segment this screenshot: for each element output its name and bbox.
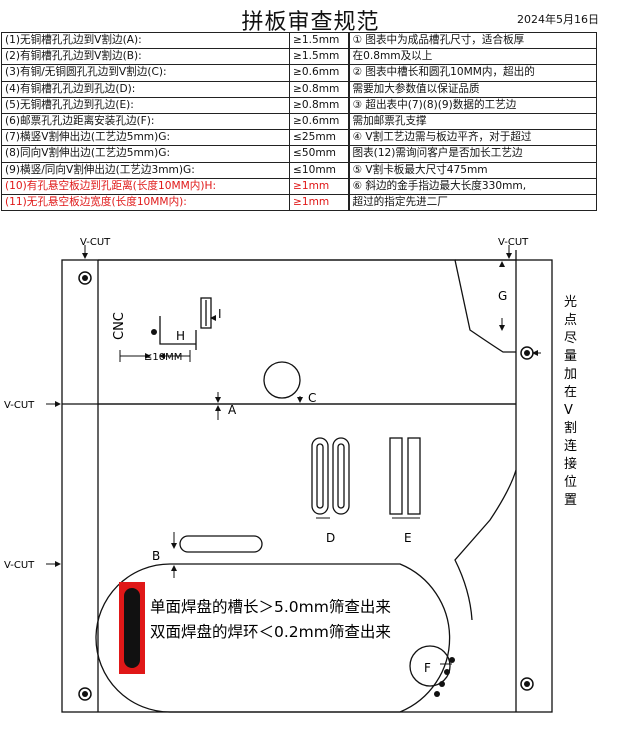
inner-note-1: 单面焊盘的槽长＞5.0mm筛查出来 bbox=[150, 597, 391, 616]
spec-value: ≥0.6mm bbox=[289, 112, 349, 131]
side-note-char: 接 bbox=[564, 456, 577, 472]
label-g: G bbox=[498, 289, 507, 303]
spec-label: (10)有孔悬空板边到孔距离(长度10MM内)H: bbox=[1, 177, 290, 195]
dim-10mm-label: ≤10MM bbox=[144, 352, 182, 363]
label-h: H bbox=[176, 329, 185, 343]
spec-value: ≥0.8mm bbox=[289, 80, 349, 98]
upper-board bbox=[98, 259, 516, 353]
spec-value: ≥0.6mm bbox=[289, 64, 349, 82]
spec-note: 图表(12)需询问客户是否加长工艺边 bbox=[347, 145, 597, 163]
spec-label: (1)无铜槽孔孔边到V割边(A): bbox=[1, 31, 290, 50]
spec-label: (5)无铜槽孔孔边到孔边(E): bbox=[1, 96, 290, 114]
spec-label: (6)邮票孔孔边距离安装孔边(F): bbox=[1, 112, 290, 131]
side-note-char: 量 bbox=[564, 349, 577, 364]
side-note-char: 割 bbox=[564, 420, 577, 436]
bottom-board bbox=[95, 563, 451, 713]
spec-label: (2)有铜槽孔孔边到V割边(B): bbox=[1, 48, 290, 66]
spec-label: (7)横竖V割伸出边(工艺边5mm)G: bbox=[1, 129, 290, 147]
label-i: I bbox=[218, 307, 222, 321]
round-hole-c bbox=[263, 361, 301, 399]
spec-note: 在0.8mm及以上 bbox=[347, 48, 597, 66]
vcut-label-left-low: V-CUT bbox=[4, 560, 35, 571]
spec-note: ⑤ V割卡板最大尺寸475mm bbox=[347, 161, 597, 179]
inner-note-2: 双面焊盘的焊环＜0.2mm筛查出来 bbox=[150, 622, 391, 641]
spec-value: ≥1.5mm bbox=[289, 48, 349, 66]
side-note-char: 在 bbox=[564, 385, 577, 400]
spec-label: (8)同向V割伸出边(工艺边5mm)G: bbox=[1, 145, 290, 163]
spec-value: ≤25mm bbox=[289, 129, 349, 147]
side-note-char: V bbox=[564, 403, 573, 418]
spec-value: ≥1mm bbox=[289, 177, 349, 195]
label-a: A bbox=[228, 403, 237, 417]
spec-note: 需要加大参数值以保证品质 bbox=[347, 80, 597, 98]
slot-b bbox=[179, 535, 263, 553]
spec-label: (4)有铜槽孔孔边到孔边(D): bbox=[1, 80, 290, 98]
side-note-char: 置 bbox=[564, 493, 577, 508]
side-note-char: 加 bbox=[564, 367, 577, 382]
page-title: 拼板审查规范 bbox=[241, 10, 380, 35]
spec-note: ② 图表中槽长和圆孔10MM内，超出的 bbox=[347, 64, 597, 82]
spec-note: ⑥ 斜边的金手指边最大长度330mm, bbox=[347, 177, 597, 195]
spec-label: (3)有铜/无铜圆孔孔边到V割边(C): bbox=[1, 64, 290, 82]
vcut-label-top-right: V-CUT bbox=[498, 237, 529, 248]
panel-diagram: V-CUT V-CUT V-CUT V-CUT CNC ≤10MM A B C … bbox=[4, 237, 577, 713]
side-note-char: 连 bbox=[564, 438, 577, 454]
spec-label: (11)无孔悬空板边宽度(长度10MM内): bbox=[1, 193, 290, 212]
vcut-label-left-mid: V-CUT bbox=[4, 400, 35, 411]
cnc-label: CNC bbox=[112, 312, 127, 340]
spec-value: ≥0.8mm bbox=[289, 96, 349, 114]
label-f: F bbox=[424, 661, 431, 675]
label-c: C bbox=[308, 391, 316, 405]
spec-label: (9)横竖/同向V割伸出边(工艺边3mm)G: bbox=[1, 161, 290, 179]
spec-value: ≥1mm bbox=[289, 193, 349, 212]
side-note-char: 位 bbox=[564, 475, 577, 490]
side-note-char: 点 bbox=[564, 313, 577, 328]
lower-board bbox=[98, 403, 517, 621]
slot-e-1 bbox=[389, 437, 403, 515]
side-note-char: 尽 bbox=[564, 331, 577, 346]
spec-value: ≤50mm bbox=[289, 145, 349, 163]
spec-note: ④ V割工艺边需与板边平齐，对于超过 bbox=[347, 129, 597, 147]
label-b: B bbox=[152, 549, 160, 563]
slot-d-2 bbox=[332, 437, 350, 515]
spec-note: 需加邮票孔支撑 bbox=[347, 112, 597, 131]
label-e: E bbox=[404, 531, 412, 545]
vcut-label-top-left: V-CUT bbox=[80, 237, 111, 248]
spec-value: ≤10mm bbox=[289, 161, 349, 179]
spec-note: ③ 超出表中(7)(8)(9)数据的工艺边 bbox=[347, 96, 597, 114]
mounting-hole-f bbox=[409, 645, 451, 687]
spec-value: ≥1.5mm bbox=[289, 31, 349, 50]
label-d: D bbox=[326, 531, 335, 545]
left-rail-holes bbox=[78, 271, 534, 701]
spec-note: ① 图表中为成品槽孔尺寸，适合板厚 bbox=[347, 31, 597, 50]
date-stamp: 2024年5月16日 bbox=[517, 13, 599, 26]
spec-note: 超过的指定先进二厂 bbox=[347, 193, 597, 212]
side-note-char: 光 bbox=[564, 295, 577, 310]
slot-d-1 bbox=[311, 437, 329, 515]
stamp-holes bbox=[434, 657, 455, 697]
slot-i bbox=[200, 297, 212, 329]
slot-e-2 bbox=[407, 437, 421, 515]
